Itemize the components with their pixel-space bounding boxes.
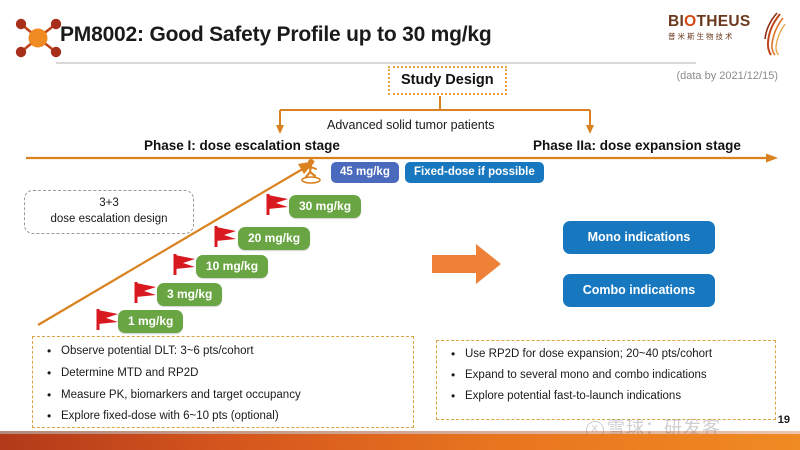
top-dose-box: 45 mg/kg: [331, 162, 399, 183]
list-item-label: Explore fixed-dose with 6~10 pts (option…: [61, 410, 279, 423]
transition-arrow-icon: [432, 244, 501, 284]
mono-indications-box: Mono indications: [563, 221, 715, 254]
list-item: • Observe potential DLT: 3~6 pts/cohort: [47, 337, 413, 359]
list-item: • Expand to several mono and combo indic…: [451, 362, 775, 383]
list-item-label: Expand to several mono and combo indicat…: [465, 368, 707, 381]
flag-icon: [214, 226, 236, 247]
dose-box-5: 30 mg/kg: [289, 195, 362, 218]
list-item-label: Determine MTD and RP2D: [61, 366, 199, 379]
runner-icon: [301, 159, 321, 184]
brand-name-part-a: BI: [668, 13, 685, 30]
page-number: 19: [777, 414, 790, 426]
bullet-icon: •: [47, 365, 52, 380]
flag-icon: [266, 194, 288, 215]
bullet-icon: •: [451, 367, 456, 382]
molecule-icon: [15, 18, 62, 58]
footer-bar: [0, 434, 800, 450]
bullet-icon: •: [47, 344, 52, 358]
population-label: Advanced solid tumor patients: [327, 118, 495, 132]
timeline-axis: [26, 153, 778, 163]
flag-icon: [96, 309, 118, 330]
study-bracket: [276, 96, 594, 134]
brand-subtitle-cn: 普米斯生物技术: [668, 31, 735, 41]
flag-icon: [173, 254, 195, 275]
dose-box-4: 20 mg/kg: [238, 227, 311, 250]
bullet-icon: •: [47, 409, 52, 424]
dose-box-2: 3 mg/kg: [157, 283, 223, 306]
bullet-icon: •: [47, 387, 52, 402]
list-item-label: Measure PK, biomarkers and target occupa…: [61, 388, 301, 401]
list-item-label: Observe potential DLT: 3~6 pts/cohort: [61, 345, 254, 357]
escalation-design-line2: dose escalation design: [50, 212, 168, 225]
list-item: • Explore potential fast-to-launch indic…: [451, 383, 775, 404]
list-item-label: Use RP2D for dose expansion; 20~40 pts/c…: [465, 348, 713, 360]
phase-i-label: Phase I: dose escalation stage: [144, 138, 340, 153]
combo-indications-box: Combo indications: [563, 274, 715, 307]
bullet-icon: •: [451, 388, 456, 403]
list-item: • Measure PK, biomarkers and target occu…: [47, 381, 413, 403]
phase-i-notes-panel: • Observe potential DLT: 3~6 pts/cohort …: [32, 336, 414, 428]
header-divider: [56, 62, 696, 64]
list-item-label: Explore potential fast-to-launch indicat…: [465, 389, 682, 402]
fixed-dose-box: Fixed-dose if possible: [405, 162, 544, 183]
study-design-box: Study Design: [388, 66, 507, 95]
flag-icon: [134, 282, 156, 303]
list-item: • Explore fixed-dose with 6~10 pts (opti…: [47, 402, 413, 424]
bullet-icon: •: [451, 347, 456, 361]
brand-name: BIOTHEUS: [668, 14, 786, 30]
list-item: • Determine MTD and RP2D: [47, 359, 413, 381]
flame-mark-icon: [764, 12, 786, 56]
page-title: PM8002: Good Safety Profile up to 30 mg/…: [60, 23, 492, 46]
data-cutoff-note: (data by 2021/12/15): [676, 70, 778, 82]
phase-iia-notes-panel: • Use RP2D for dose expansion; 20~40 pts…: [436, 340, 776, 420]
escalation-design-line1: 3+3: [99, 197, 119, 209]
brand-name-part-o: O: [684, 13, 697, 30]
brand-logo: BIOTHEUS 普米斯生物技术: [668, 12, 786, 60]
dose-box-1: 1 mg/kg: [118, 310, 184, 333]
dose-box-3: 10 mg/kg: [196, 255, 269, 278]
list-item: • Use RP2D for dose expansion; 20~40 pts…: [451, 341, 775, 362]
phase-iia-label: Phase IIa: dose expansion stage: [533, 138, 741, 153]
footer-shadow: [0, 431, 800, 434]
brand-name-part-b: THEUS: [696, 13, 751, 30]
escalation-design-box: 3+3 dose escalation design: [24, 190, 194, 235]
